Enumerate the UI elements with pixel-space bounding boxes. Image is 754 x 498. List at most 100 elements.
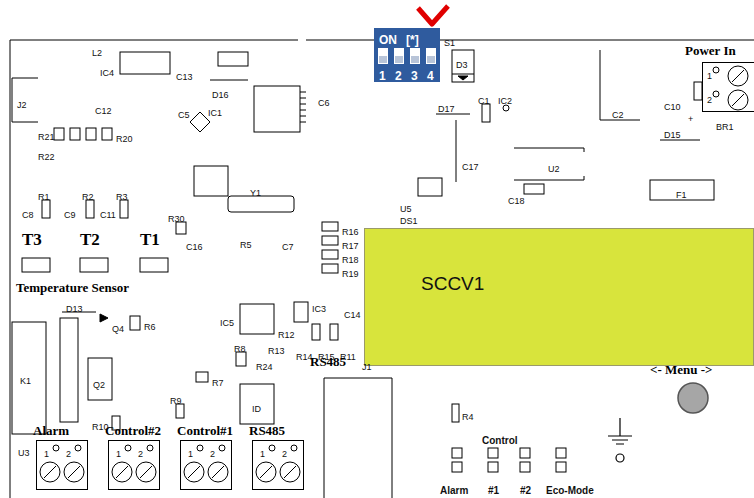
label-slot: #2 [520,480,531,498]
component-outline [140,258,168,272]
text-slot: 2 [66,443,71,461]
text-slot: 1 [379,66,386,84]
silkscreen-heading: Control#1 [177,423,233,438]
label-slot: Q2 [93,374,105,392]
component-outline [120,52,170,74]
part-label: 2 [138,449,143,459]
part-label: C5 [178,110,190,120]
component-outline [60,318,78,422]
part-label: R10 [92,422,109,432]
switch-marking: [*] [406,33,419,47]
label-slot: DS1 [400,210,418,228]
terminal-screw [291,445,297,451]
part-label: R9 [170,396,182,406]
component-outline [86,200,94,218]
selection-check [418,6,448,24]
terminal-screw [219,445,225,451]
part-label: C13 [176,72,193,82]
component-outline [452,448,462,458]
label-slot: J1 [362,356,372,374]
component-outline [514,148,584,180]
terminal-screw [147,445,153,451]
label-slot: C14 [344,304,361,322]
part-label: R30 [168,214,185,224]
part-label: IC4 [100,68,114,78]
text-slot: Power In [685,41,736,59]
label-slot: + [688,108,693,126]
part-label: C8 [22,210,34,220]
part-label: R3 [116,192,128,202]
silkscreen-heading: RS485 [249,423,285,438]
label-slot: F1 [676,184,687,202]
terminal-screw [53,445,59,451]
part-label: C14 [344,310,361,320]
label-slot: C2 [612,104,624,122]
label-slot: C12 [95,100,112,118]
part-label: J2 [17,100,27,110]
label-slot: C1 [478,90,490,108]
sensor-label: T3 [22,230,42,249]
terminal-screw [713,67,719,73]
part-label: R16 [342,227,359,237]
label-slot: R5 [240,234,252,252]
part-label: C16 [186,242,203,252]
part-label: K1 [20,376,31,386]
part-label: U2 [548,164,560,174]
component-outline [488,462,498,472]
part-label: + [688,114,693,124]
component-outline [456,120,457,182]
component-outline [482,104,490,122]
label-slot: R22 [38,146,55,164]
part-label: R8 [234,344,246,354]
component-outline [322,222,338,231]
component-outline [322,264,338,273]
text-slot: 3 [411,66,418,84]
dip-switch-body [378,48,388,64]
component-outline [650,180,714,200]
dip-switch-body [427,56,435,63]
text-slot: 2 [138,443,143,461]
component-outline [452,462,462,472]
label-slot: R1 [38,186,50,204]
component-outline [70,128,80,140]
part-label: 1 [44,449,49,459]
label-slot: C16 [186,236,203,254]
component-outline [600,50,640,120]
component-outline [330,324,338,340]
label-slot: R18 [342,249,359,267]
label-slot: U2 [548,158,560,176]
component-outline [694,82,702,100]
board-outline [10,40,754,498]
part-label: IC2 [498,96,512,106]
menu-button [678,383,708,413]
label-slot: D17 [438,98,455,116]
component-outline [196,372,208,382]
component-outline [452,74,474,75]
text-slot: SCCV1 [421,273,484,295]
part-label: IC5 [220,318,234,328]
part-label: R19 [342,269,359,279]
label-slot: <- Menu -> [650,360,712,378]
label-slot: Control [482,430,518,448]
part-label: C12 [95,106,112,116]
label-slot: C10 [664,96,681,114]
indicator-label: Alarm [440,485,468,496]
part-label: C18 [508,196,525,206]
component-outline [520,448,530,458]
label-slot: R2 [82,186,94,204]
text-slot: 1 [707,65,712,83]
label-slot: C9 [64,204,76,222]
silkscreen-heading: Control#2 [105,423,161,438]
label-slot: R24 [256,356,273,374]
silkscreen-heading: <- Menu -> [650,362,712,377]
part-label: U3 [18,448,30,458]
indicator-label: Eco-Mode [546,485,594,496]
switch-marking: 1 [379,69,386,83]
part-label: R12 [278,330,295,340]
part-label: R18 [342,255,359,265]
menu-button [678,383,708,413]
part-label: R5 [240,240,252,250]
part-label: R17 [342,241,359,251]
dip-switch-body [410,48,420,64]
